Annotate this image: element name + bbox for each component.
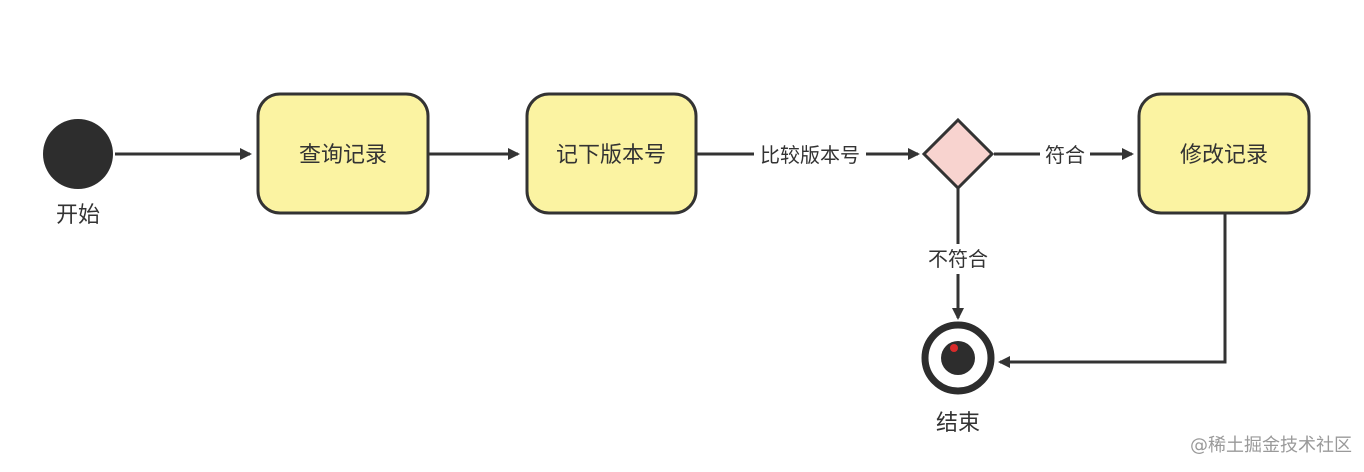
activity-node-query (256, 92, 430, 215)
watermark: @稀土掘金技术社区 (1190, 435, 1352, 456)
activity-label-modify: 修改记录 (1180, 143, 1268, 168)
activity-label-record-version: 记下版本号 (556, 143, 666, 168)
activity-node-modify (1137, 92, 1311, 215)
activity-label-query: 查询记录 (299, 143, 387, 168)
end-node-inner (941, 341, 975, 375)
start-node (43, 119, 113, 189)
end-node-highlight (950, 344, 958, 352)
edge-label-compare: 比较版本号 (760, 143, 860, 167)
activity-node-record-version (525, 92, 698, 215)
edge-label-no-match: 不符合 (928, 247, 988, 271)
start-label: 开始 (56, 203, 100, 228)
decision-node (921, 117, 995, 191)
end-label: 结束 (936, 411, 980, 436)
edge-modify-to-end (998, 214, 1227, 368)
edge-label-match: 符合 (1045, 143, 1085, 167)
edge-label-bg-compare (754, 140, 866, 168)
edge-label-bg-match (1040, 140, 1090, 168)
edge-label-bg-no-match (922, 244, 994, 274)
